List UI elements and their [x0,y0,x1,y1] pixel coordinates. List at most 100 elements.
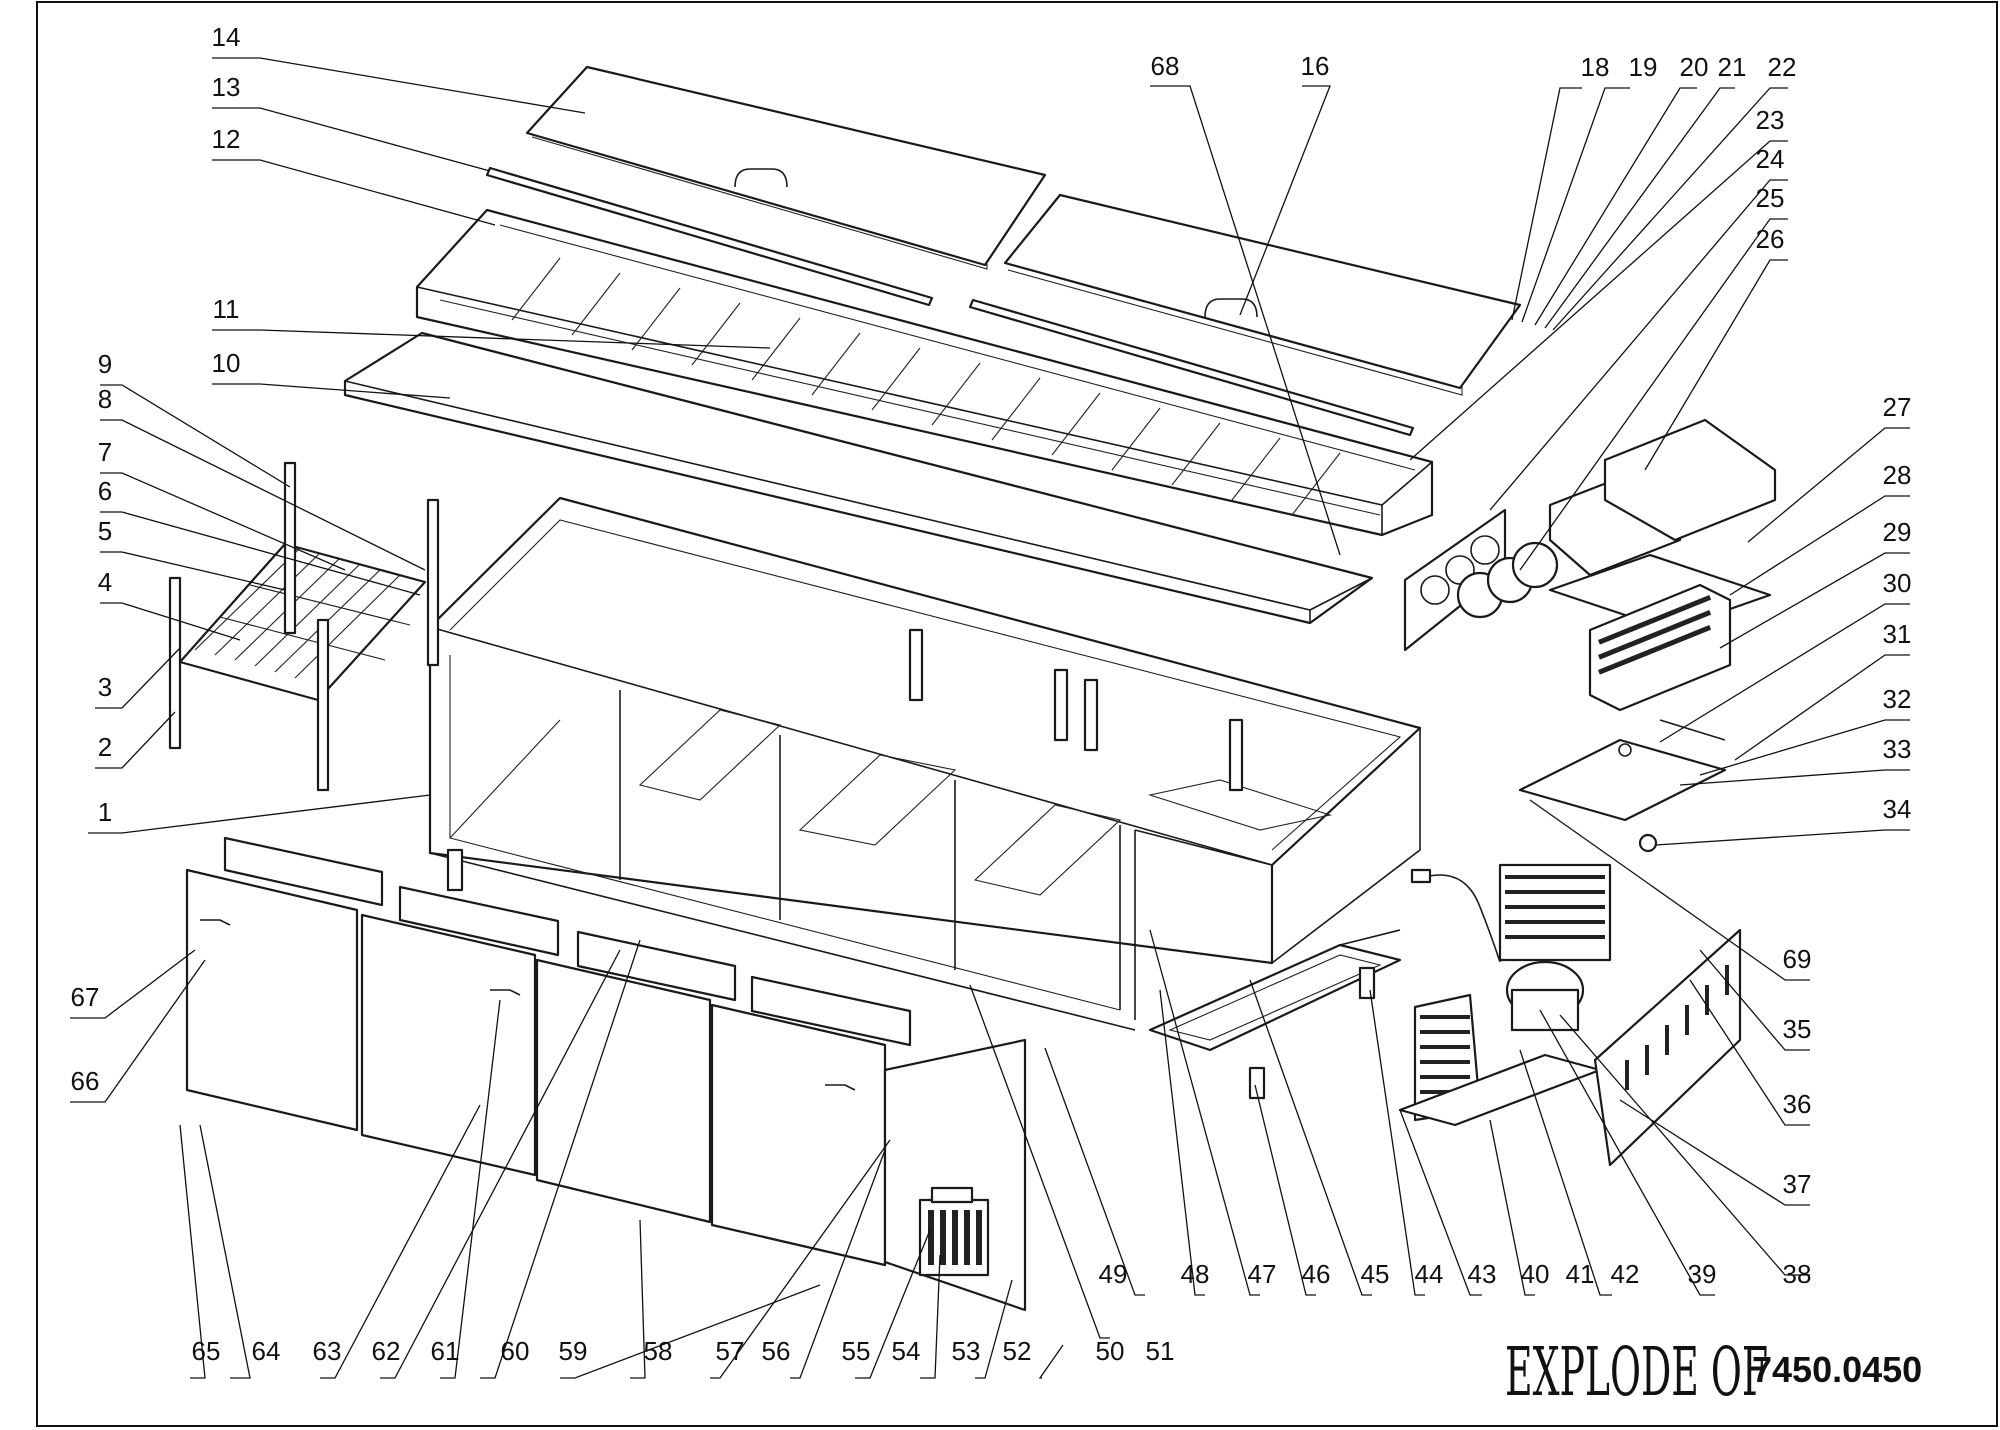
callout-1: 1 [98,797,112,827]
callout-50: 50 [1096,1336,1125,1366]
door-gasket-2 [398,885,560,957]
callout-44: 44 [1415,1259,1444,1289]
model-number: 7450.0450 [1752,1349,1922,1390]
callout-38: 38 [1783,1259,1812,1289]
callout-28: 28 [1883,460,1912,490]
callout-54: 54 [892,1336,921,1366]
callout-32: 32 [1883,684,1912,714]
callout-55: 55 [842,1336,871,1366]
condenser-coil [1498,863,1612,962]
callout-12: 12 [212,124,241,154]
callout-67: 67 [71,982,100,1012]
callout-29: 29 [1883,517,1912,547]
callout-23: 23 [1756,105,1785,135]
callout-31: 31 [1883,619,1912,649]
work-top [343,331,1374,625]
callout-46: 46 [1302,1259,1331,1289]
lid-right [1003,193,1522,396]
callout-59: 59 [559,1336,588,1366]
callout-49: 49 [1099,1259,1128,1289]
callout-65: 65 [192,1336,221,1366]
callout-11: 11 [213,294,240,324]
callout-69: 69 [1783,944,1812,974]
title-block: EXPLODE OF 7450.0450 [1505,1332,1922,1411]
callout-30: 30 [1883,568,1912,598]
door-4 [710,1003,887,1267]
callout-64: 64 [252,1336,281,1366]
callout-18: 18 [1581,52,1610,82]
callout-42: 42 [1611,1259,1640,1289]
cabinet-body [428,496,1422,1031]
callout-27: 27 [1883,392,1912,422]
callout-33: 33 [1883,734,1912,764]
callout-6: 6 [98,476,112,506]
callout-41: 41 [1566,1259,1595,1289]
lid-rail-right [968,298,1415,437]
callout-45: 45 [1361,1259,1390,1289]
drawing-border [36,1,1998,1427]
callout-19: 19 [1629,52,1658,82]
shelf-assembly-left [168,461,440,792]
callout-39: 39 [1688,1259,1717,1289]
drain-pan [1518,719,1727,822]
callout-37: 37 [1783,1169,1812,1199]
pan-tray [415,208,1434,537]
callout-66: 66 [71,1066,100,1096]
callout-3: 3 [98,672,112,702]
callout-40: 40 [1521,1259,1550,1289]
drain-cap [1638,833,1658,853]
callout-4: 4 [98,567,112,597]
door-3 [535,958,712,1224]
callout-34: 34 [1883,794,1912,824]
callout-35: 35 [1783,1014,1812,1044]
callout-57: 57 [716,1336,745,1366]
callout-13: 13 [212,72,241,102]
callout-8: 8 [98,384,112,414]
front-panel-vent-grille [928,1210,982,1265]
front-panel [883,1038,1027,1312]
leader-lines [70,57,1910,1379]
callout-21: 21 [1718,52,1747,82]
door-1 [185,868,359,1132]
interior-shelf-grids [638,709,1333,896]
callout-60: 60 [501,1336,530,1366]
callout-61: 61 [431,1336,460,1366]
callout-16: 16 [1301,51,1330,81]
lid-left [525,65,1047,270]
callout-63: 63 [313,1336,342,1366]
callout-68: 68 [1151,51,1180,81]
callout-22: 22 [1768,52,1797,82]
door-gasket-3 [576,930,737,1002]
drawing-title: EXPLODE OF [1505,1332,1768,1411]
callout-24: 24 [1756,144,1785,174]
callout-14: 14 [212,22,241,52]
base-frame [1148,929,1402,1100]
door-gasket-4 [750,975,912,1047]
power-cord [1410,868,1501,963]
side-grille-panel [1593,928,1742,1167]
callout-51: 51 [1146,1336,1175,1366]
callout-48: 48 [1181,1259,1210,1289]
callout-2: 2 [98,732,112,762]
callout-7: 7 [98,437,112,467]
tray-dividers [511,257,1341,516]
callout-53: 53 [952,1336,981,1366]
callout-26: 26 [1756,224,1785,254]
callout-47: 47 [1248,1259,1277,1289]
callout-20: 20 [1680,52,1709,82]
door-gasket-1 [223,836,384,907]
callout-52: 52 [1003,1336,1032,1366]
callout-labels: 14 13 12 11 10 9 8 7 6 5 4 3 2 1 67 66 6… [71,22,1912,1366]
callout-62: 62 [372,1336,401,1366]
evaporator-coil [1588,583,1732,712]
callout-5: 5 [98,516,112,546]
callout-10: 10 [212,348,241,378]
callout-56: 56 [762,1336,791,1366]
callout-25: 25 [1756,183,1785,213]
callout-58: 58 [644,1336,673,1366]
insulation-block-2 [1603,418,1777,542]
callout-9: 9 [98,349,112,379]
callout-36: 36 [1783,1089,1812,1119]
callout-43: 43 [1468,1259,1497,1289]
